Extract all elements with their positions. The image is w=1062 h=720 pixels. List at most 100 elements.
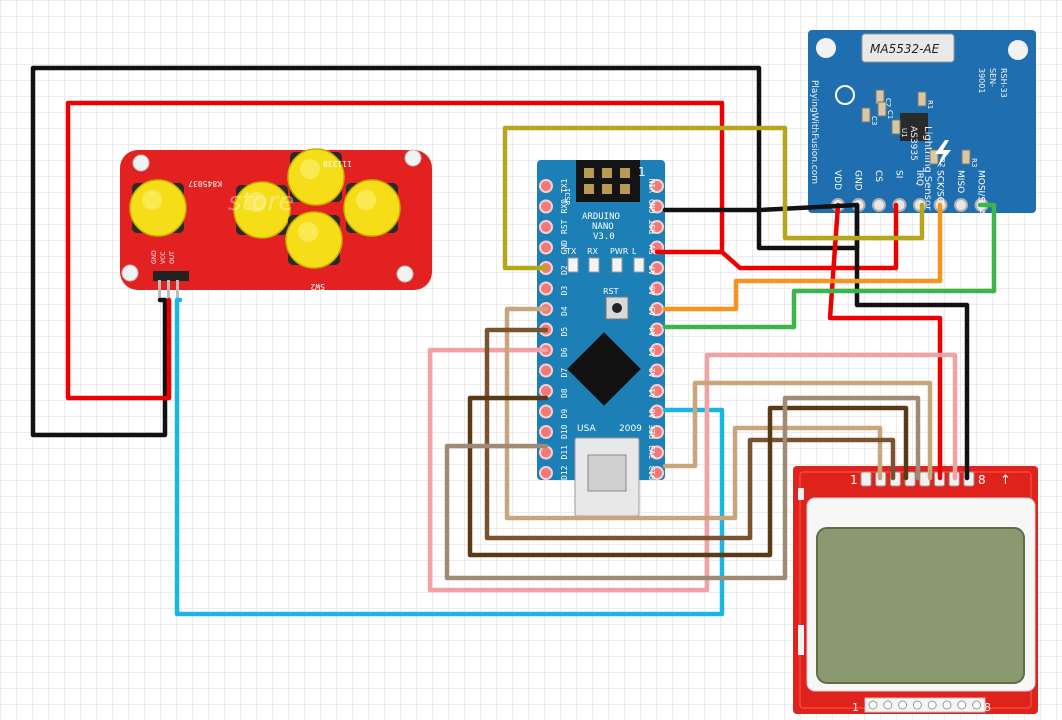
nano-left-pin-label: D6: [560, 347, 569, 357]
mount-hole: [1008, 40, 1028, 60]
sensor-pin-label: SI: [894, 170, 904, 178]
lcd-bottom-pin: [972, 700, 982, 710]
smd-component: [861, 107, 871, 123]
nano-left-pin-label: D4: [560, 306, 569, 316]
nano-right-pin-label: A2: [648, 368, 657, 378]
mount-hole: [816, 38, 836, 58]
lcd-bottom-pin: [912, 700, 922, 710]
nano-pin-hole[interactable]: [539, 240, 553, 255]
nano-pin-hole[interactable]: [539, 179, 553, 193]
mount-hole: [396, 265, 414, 283]
nano-pin-hole[interactable]: [539, 281, 553, 296]
nano-left-pin-label: RX0: [560, 199, 569, 214]
nano-pin-hole[interactable]: [539, 384, 553, 398]
nano-pin-hole[interactable]: [650, 199, 664, 214]
wire-darkbrown-d9-lcd: [467, 395, 909, 558]
mount-hole: [121, 264, 139, 282]
lcd-bottom-end-label: 8: [984, 701, 991, 714]
nano-right-pin-label: GND: [648, 199, 657, 214]
led-label: PWR: [610, 247, 629, 256]
wire-tan-d13-lcd: [662, 380, 933, 481]
nano-left-pin-label: D2: [560, 265, 569, 275]
wire-orange-a5-sck: [662, 202, 943, 312]
nano-pin-hole[interactable]: [539, 199, 553, 214]
component-label: R1: [926, 100, 934, 109]
sensor-brand: PlayingWithFusion.com: [809, 80, 819, 184]
nano-left-pin-label: D12: [560, 465, 569, 480]
wire-brown-d5-lcd: [484, 327, 896, 541]
nano-pin-hole[interactable]: [650, 466, 664, 480]
nano-pin-hole[interactable]: [650, 322, 664, 337]
icsp-pin: [602, 184, 612, 194]
nano-pin-hole[interactable]: [539, 425, 553, 439]
nano-left-pin-label: GND: [560, 240, 569, 255]
component-label: C3: [870, 116, 878, 125]
sensor-pin-hole[interactable]: [954, 198, 968, 212]
led: [633, 257, 645, 273]
key-buttons: [129, 148, 401, 269]
component-label: R3: [970, 158, 978, 167]
nano-pin-hole[interactable]: [650, 261, 664, 275]
keypad-label-sw2: SW2: [310, 282, 325, 291]
antenna-chip-label: MA5532-AE: [870, 42, 940, 56]
wire-pink-d6-lcd: [427, 347, 958, 593]
sensor-pin-label: CS: [873, 170, 883, 182]
nano-right-pin-label: A1: [648, 388, 657, 398]
wire-blue-keypad-a0: [174, 297, 725, 617]
nano-pin-rows: TX1RX0RSTGNDD2D3D4D5D6D7D8D9D10D11D12VIN…: [539, 178, 664, 480]
component-label: C1: [886, 110, 894, 119]
sensor-part-code-2: SEN-: [988, 68, 997, 87]
nano-pin-hole[interactable]: [650, 363, 664, 378]
nano-pin-hole[interactable]: [539, 220, 553, 234]
nano-pin-hole[interactable]: [539, 445, 553, 460]
nano-pin-hole[interactable]: [539, 404, 553, 419]
lightning-sensor-module: MA5532-AE Lightning Sensor AS3935 Playin…: [808, 30, 1036, 216]
nano-pin-hole[interactable]: [650, 384, 664, 398]
nano-pin-hole[interactable]: [650, 425, 664, 439]
keypad-code-top: K845037: [188, 179, 222, 188]
nano-pin-hole[interactable]: [650, 404, 664, 419]
led-label: TX: [565, 247, 577, 256]
nano-pin-hole[interactable]: [650, 220, 664, 234]
nano-name: ARDUINO: [582, 212, 620, 222]
mcu-chip: [567, 332, 641, 406]
nano-pin-hole[interactable]: [650, 179, 664, 193]
nano-pin-hole[interactable]: [650, 445, 664, 460]
svg-text:1: 1: [638, 165, 646, 179]
smd-component: [891, 119, 901, 135]
antenna-chip: [861, 33, 955, 63]
nano-pin-hole[interactable]: [539, 363, 553, 378]
wire-red-5v-lcd: [827, 202, 943, 481]
lcd-bottom-pin: [868, 700, 878, 710]
smd-component: [929, 149, 939, 165]
lcd-module: 1 8 ↑ 1 8: [793, 466, 1038, 714]
nano-right-pin-label: A4: [648, 327, 657, 337]
mount-hole: [132, 154, 150, 172]
led: [567, 257, 579, 273]
lcd-pin[interactable]: [860, 471, 872, 487]
nano-left-pin-label: D10: [560, 424, 569, 439]
lcd-pin-end-label: 8: [978, 473, 986, 487]
keypad-watermark: store: [228, 187, 294, 217]
rst-button-label: RST: [603, 287, 619, 296]
icsp-pin: [584, 184, 594, 194]
sensor-part-code-3: 39001: [977, 68, 986, 93]
nano-pin-hole[interactable]: [650, 343, 664, 357]
component-label: C2: [884, 98, 892, 107]
sensor-pin-hole[interactable]: [872, 198, 886, 212]
radiation-icon: [835, 85, 855, 105]
component-label: U1: [900, 128, 908, 138]
lcd-arrow: ↑: [1000, 473, 1011, 488]
nano-usa-label: USA: [577, 424, 596, 434]
lcd-pin-start-label: 1: [850, 473, 858, 487]
nano-right-pin-label: A7: [648, 265, 657, 275]
lcd-bottom-pin: [942, 700, 952, 710]
nano-pin-hole[interactable]: [539, 466, 553, 480]
nano-left-pin-label: RST: [560, 219, 569, 234]
nano-pin-hole[interactable]: [650, 281, 664, 296]
nano-right-pin-label: 3V3: [648, 445, 657, 460]
wire-black-keypad-gnd: [30, 65, 860, 438]
